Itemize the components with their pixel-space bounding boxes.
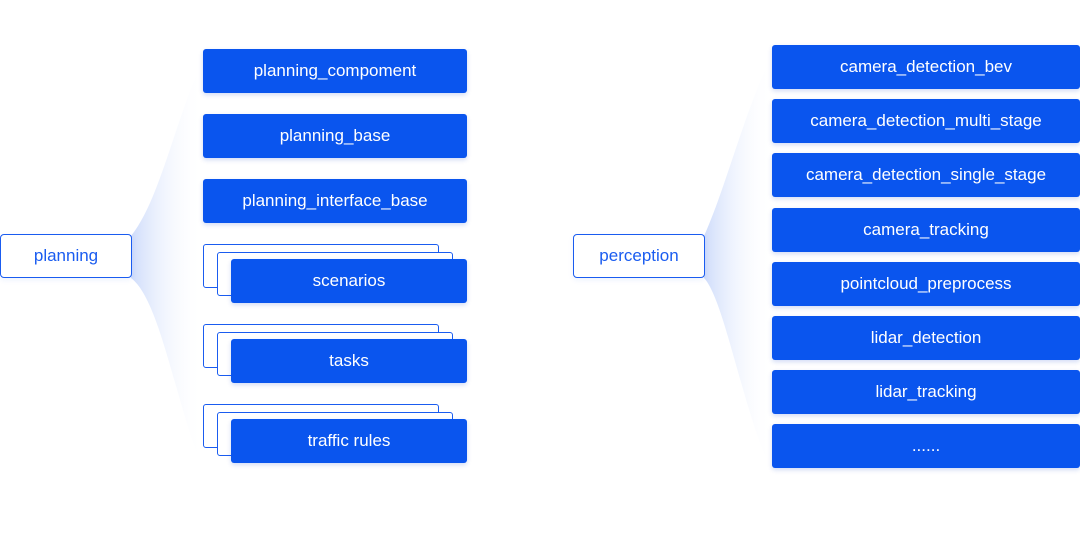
planning-component-box: planning_compoment — [203, 49, 467, 93]
lidar-tracking-box: lidar_tracking — [772, 370, 1080, 414]
pointcloud-preprocess-box: pointcloud_preprocess — [772, 262, 1080, 306]
perception-fan — [704, 55, 772, 470]
traffic-rules-box: traffic rules — [231, 419, 467, 463]
planning-base-box: planning_base — [203, 114, 467, 158]
planning-interface-base-box: planning_interface_base — [203, 179, 467, 223]
camera-detection-single-stage-box: camera_detection_single_stage — [772, 153, 1080, 197]
planning-fan — [131, 60, 203, 470]
camera-tracking-box: camera_tracking — [772, 208, 1080, 252]
lidar-detection-box: lidar_detection — [772, 316, 1080, 360]
tasks-box: tasks — [231, 339, 467, 383]
more-modules-box: ...... — [772, 424, 1080, 468]
scenarios-box: scenarios — [231, 259, 467, 303]
camera-detection-multi-stage-box: camera_detection_multi_stage — [772, 99, 1080, 143]
planning-node: planning — [0, 234, 132, 278]
camera-detection-bev-box: camera_detection_bev — [772, 45, 1080, 89]
perception-node: perception — [573, 234, 705, 278]
